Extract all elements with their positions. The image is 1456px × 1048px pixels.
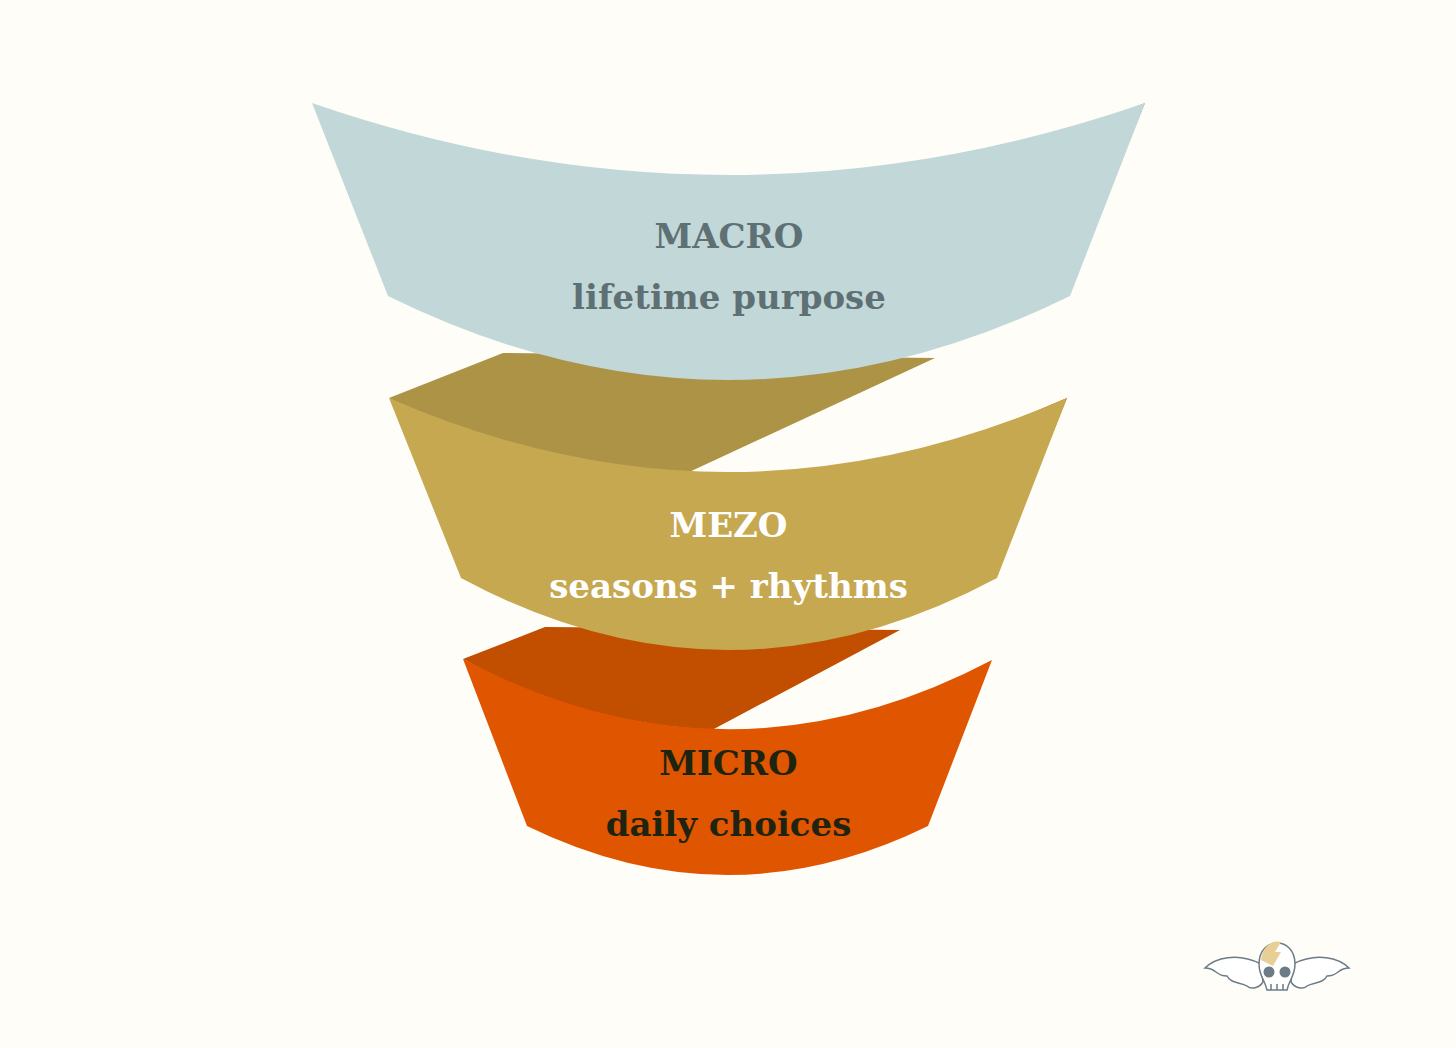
band-subtitle: daily choices <box>463 794 994 855</box>
band-heading: MICRO <box>463 733 994 794</box>
band-texts: MACROlifetime purpose <box>312 206 1146 328</box>
band-outline <box>312 103 1145 380</box>
winged-skull-logo <box>1205 941 1349 990</box>
band-heading: MACRO <box>312 206 1146 267</box>
band-heading: MEZO <box>389 495 1068 556</box>
band-texts: MEZOseasons + rhythms <box>389 495 1068 617</box>
band-subtitle: lifetime purpose <box>312 267 1146 328</box>
band-texts: MICROdaily choices <box>463 733 994 855</box>
macro-band: MACROlifetime purpose <box>312 103 1146 383</box>
mezo-band: MEZOseasons + rhythms <box>389 398 1068 653</box>
micro-band: MICROdaily choices <box>463 659 994 877</box>
band-outline <box>389 398 1067 650</box>
band-subtitle: seasons + rhythms <box>389 556 1068 617</box>
